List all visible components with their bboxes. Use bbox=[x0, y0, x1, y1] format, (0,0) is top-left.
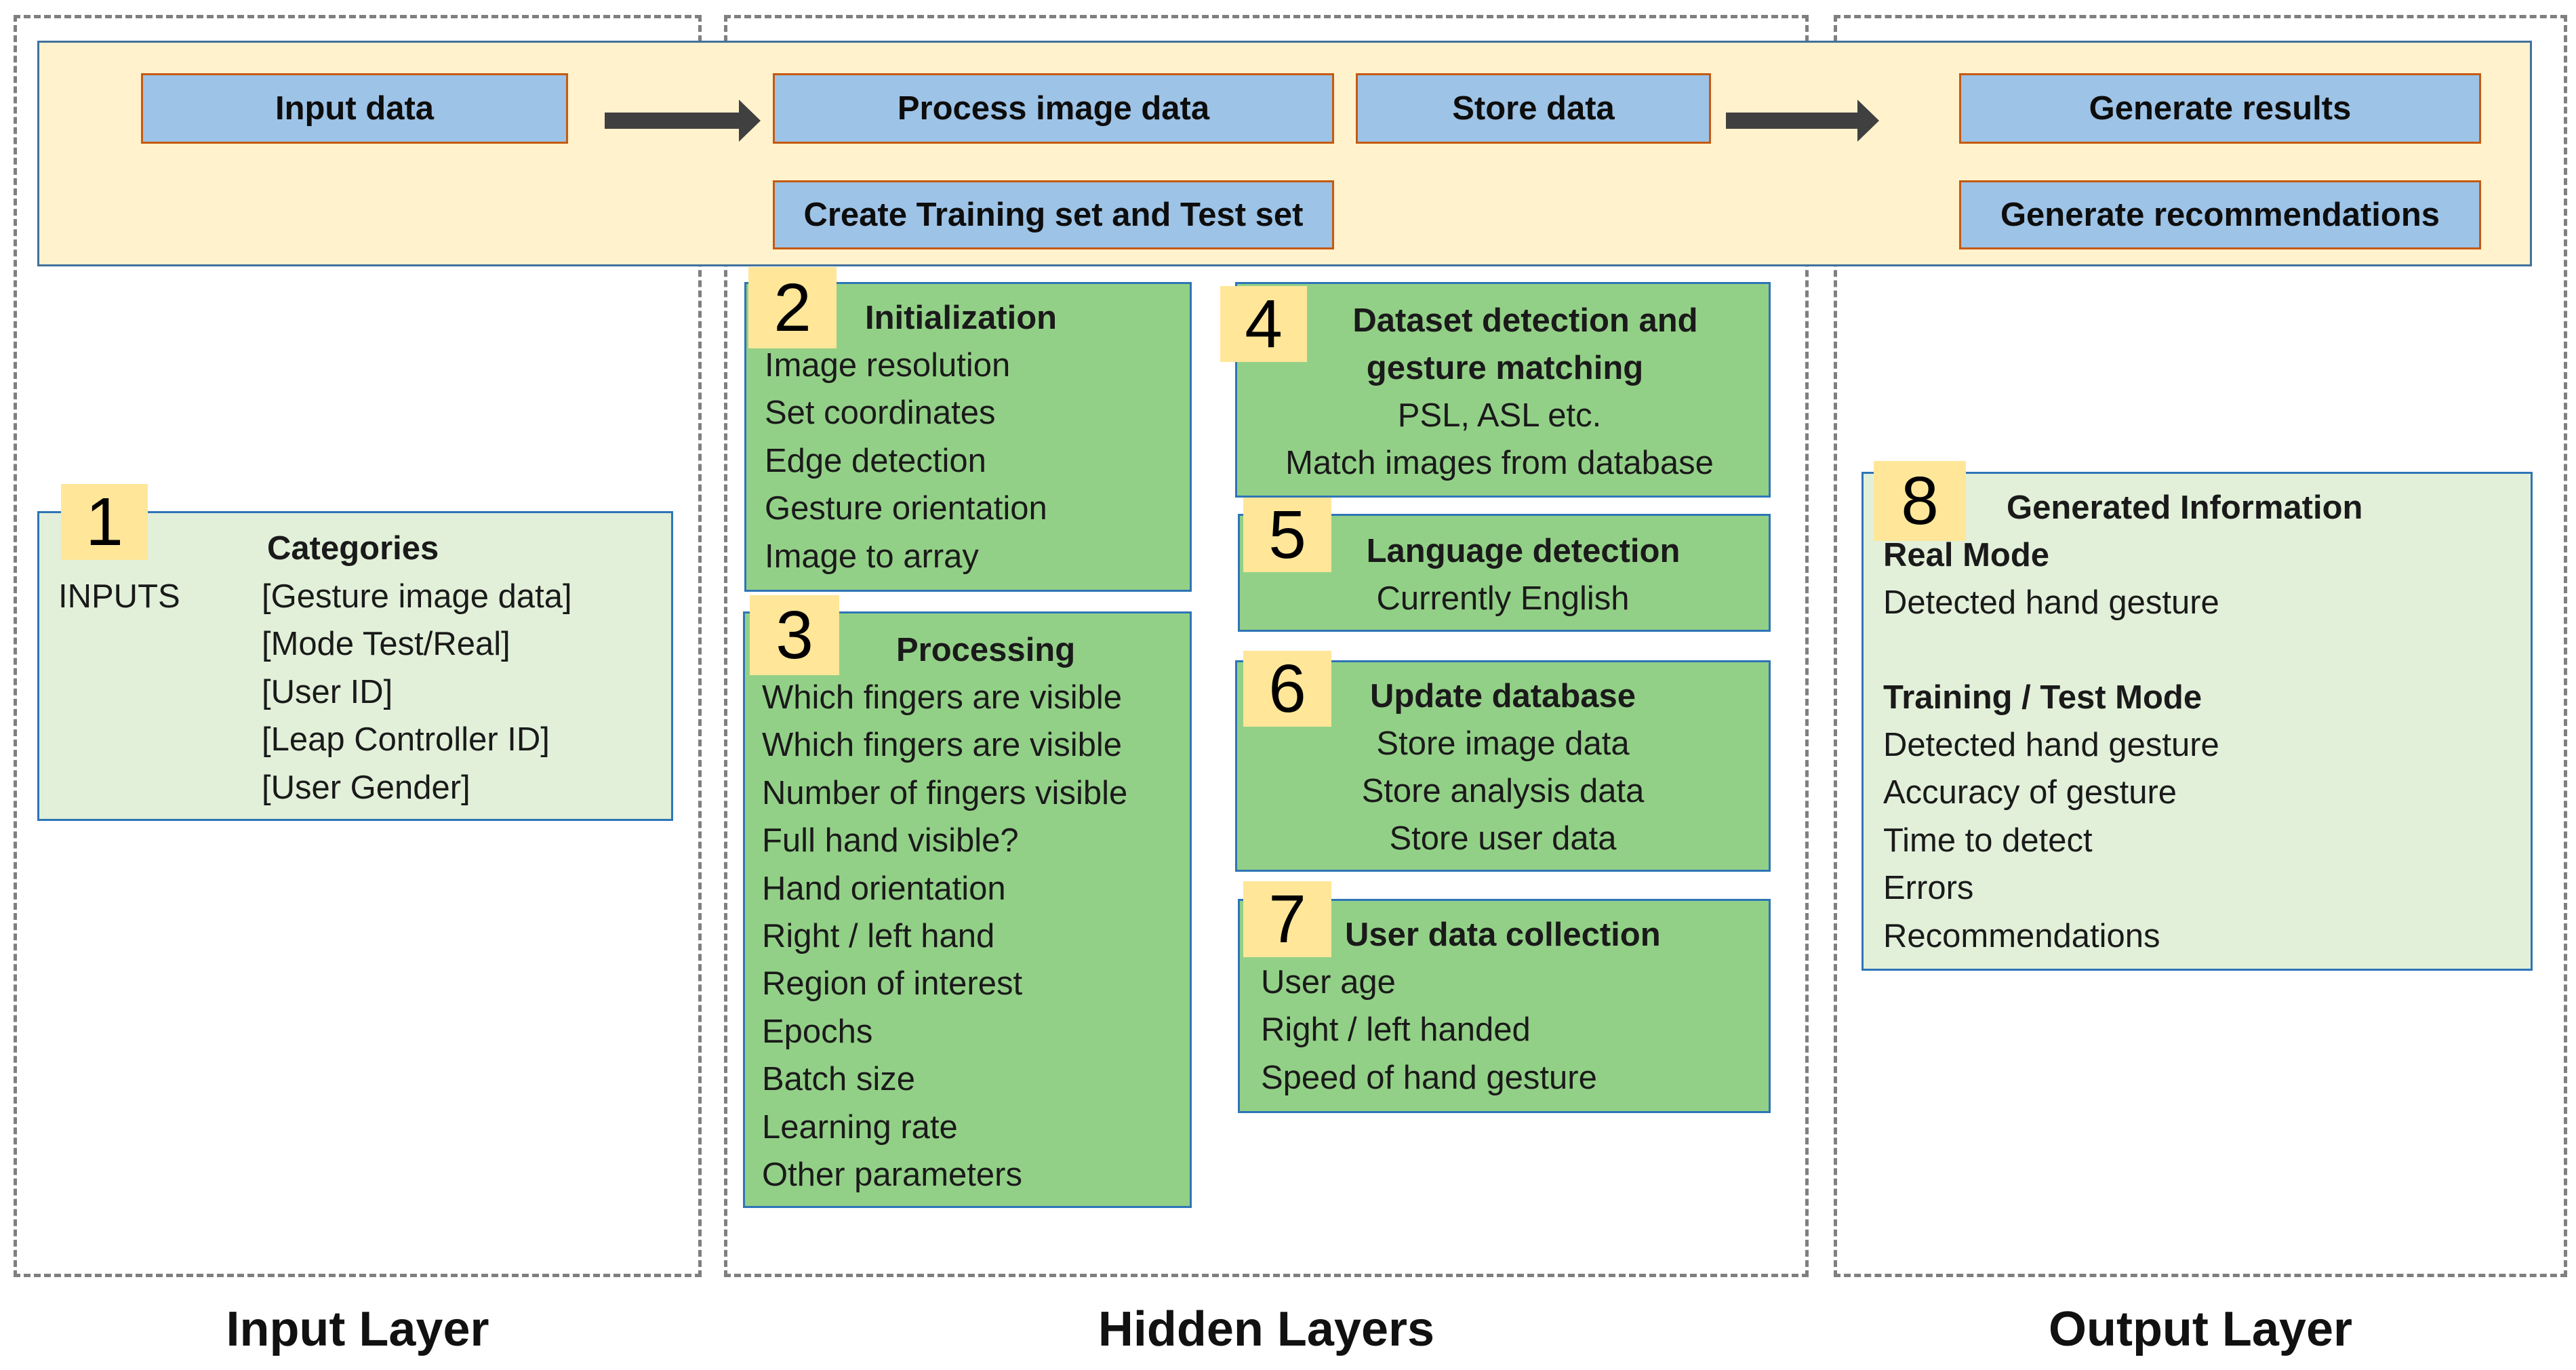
list-item: User age bbox=[1261, 964, 1396, 1001]
initialization-list: Image resolution Set coordinates Edge de… bbox=[765, 342, 1047, 580]
list-item: Detected hand gesture bbox=[1883, 727, 2219, 763]
list-item: Which fingers are visible bbox=[762, 727, 1123, 764]
list-item: Image resolution bbox=[765, 347, 1011, 384]
processing-title: Processing bbox=[896, 632, 1076, 668]
categories-title: Categories bbox=[267, 530, 439, 567]
user-data-collection-title: User data collection bbox=[1345, 916, 1661, 953]
list-item: Right / left hand bbox=[762, 918, 995, 955]
dataset-detection-title-line1: Dataset detection and bbox=[1352, 302, 1698, 339]
hidden-layers-title: Hidden Layers bbox=[1098, 1302, 1435, 1356]
categories-list: [Gesture image data] [Mode Test/Real] [U… bbox=[262, 573, 572, 811]
output-layer-title: Output Layer bbox=[2048, 1302, 2353, 1356]
list-item: Epochs bbox=[762, 1013, 873, 1050]
step-number-7: 7 bbox=[1243, 881, 1331, 957]
update-database-item: Store image data bbox=[1376, 725, 1630, 762]
list-item: [User Gender] bbox=[262, 769, 470, 806]
step-number-6: 6 bbox=[1243, 651, 1331, 727]
dataset-detection-item: PSL, ASL etc. bbox=[1397, 397, 1602, 434]
language-detection-item: Currently English bbox=[1376, 580, 1630, 617]
test-mode-list: Detected hand gesture Accuracy of gestur… bbox=[1883, 721, 2219, 960]
list-item: Other parameters bbox=[762, 1156, 1022, 1194]
store-data-box: Store data bbox=[1356, 73, 1711, 144]
list-item: Region of interest bbox=[762, 965, 1023, 1003]
step-number-4: 4 bbox=[1220, 286, 1307, 362]
list-item: [User ID] bbox=[262, 673, 393, 710]
list-item: [Leap Controller ID] bbox=[262, 721, 550, 759]
dataset-detection-item: Match images from database bbox=[1285, 445, 1714, 481]
processing-list: Which fingers are visible Which fingers … bbox=[762, 674, 1127, 1198]
inputs-label: INPUTS bbox=[58, 578, 180, 615]
step-number-2: 2 bbox=[748, 267, 837, 348]
list-item: Hand orientation bbox=[762, 870, 1006, 907]
list-item: Set coordinates bbox=[765, 395, 996, 432]
list-item: Batch size bbox=[762, 1061, 916, 1098]
list-item: Image to array bbox=[765, 538, 979, 575]
categories-box bbox=[37, 511, 673, 821]
real-mode-item: Detected hand gesture bbox=[1883, 584, 2219, 621]
list-item: Time to detect bbox=[1883, 822, 2093, 859]
input-layer-title: Input Layer bbox=[226, 1302, 489, 1356]
list-item: [Mode Test/Real] bbox=[262, 626, 510, 663]
generated-information-title: Generated Information bbox=[2007, 489, 2363, 526]
input-layer-frame bbox=[14, 15, 702, 1277]
list-item: Which fingers are visible bbox=[762, 679, 1123, 716]
dataset-detection-title-line2: gesture matching bbox=[1366, 350, 1644, 386]
initialization-title: Initialization bbox=[865, 300, 1058, 336]
user-data-collection-list: User age Right / left handed Speed of ha… bbox=[1261, 959, 1597, 1102]
process-image-data-box: Process image data bbox=[773, 73, 1334, 144]
arrow-input-to-process bbox=[605, 100, 761, 142]
arrow-store-to-results bbox=[1726, 100, 1879, 142]
step-number-5: 5 bbox=[1243, 498, 1331, 572]
list-item: [Gesture image data] bbox=[262, 578, 572, 615]
step-number-3: 3 bbox=[750, 595, 839, 675]
list-item: Full hand visible? bbox=[762, 822, 1019, 860]
step-number-8: 8 bbox=[1874, 461, 1966, 541]
test-mode-title: Training / Test Mode bbox=[1883, 679, 2202, 716]
processing-box bbox=[743, 611, 1192, 1208]
list-item: Edge detection bbox=[765, 442, 986, 479]
update-database-item: Store analysis data bbox=[1361, 773, 1645, 809]
dataset-detection-box bbox=[1235, 282, 1771, 498]
list-item: Learning rate bbox=[762, 1108, 958, 1146]
generated-information-box bbox=[1861, 472, 2533, 971]
list-item: Errors bbox=[1883, 870, 1974, 907]
generate-results-box: Generate results bbox=[1959, 73, 2481, 144]
language-detection-title: Language detection bbox=[1366, 533, 1681, 569]
step-number-1: 1 bbox=[61, 484, 148, 560]
input-data-box: Input data bbox=[141, 73, 568, 144]
create-training-test-box: Create Training set and Test set bbox=[773, 180, 1334, 249]
list-item: Right / left handed bbox=[1261, 1011, 1531, 1049]
list-item: Speed of hand gesture bbox=[1261, 1059, 1597, 1096]
hidden-layers-frame bbox=[724, 15, 1809, 1277]
list-item: Gesture orientation bbox=[765, 490, 1047, 527]
update-database-item: Store user data bbox=[1389, 820, 1617, 857]
real-mode-title: Real Mode bbox=[1883, 537, 2050, 573]
list-item: Number of fingers visible bbox=[762, 774, 1128, 811]
update-database-title: Update database bbox=[1369, 678, 1636, 714]
output-layer-frame bbox=[1834, 15, 2567, 1277]
generate-recommendations-box: Generate recommendations bbox=[1959, 180, 2481, 249]
list-item: Accuracy of gesture bbox=[1883, 774, 2177, 811]
list-item: Recommendations bbox=[1883, 917, 2160, 954]
